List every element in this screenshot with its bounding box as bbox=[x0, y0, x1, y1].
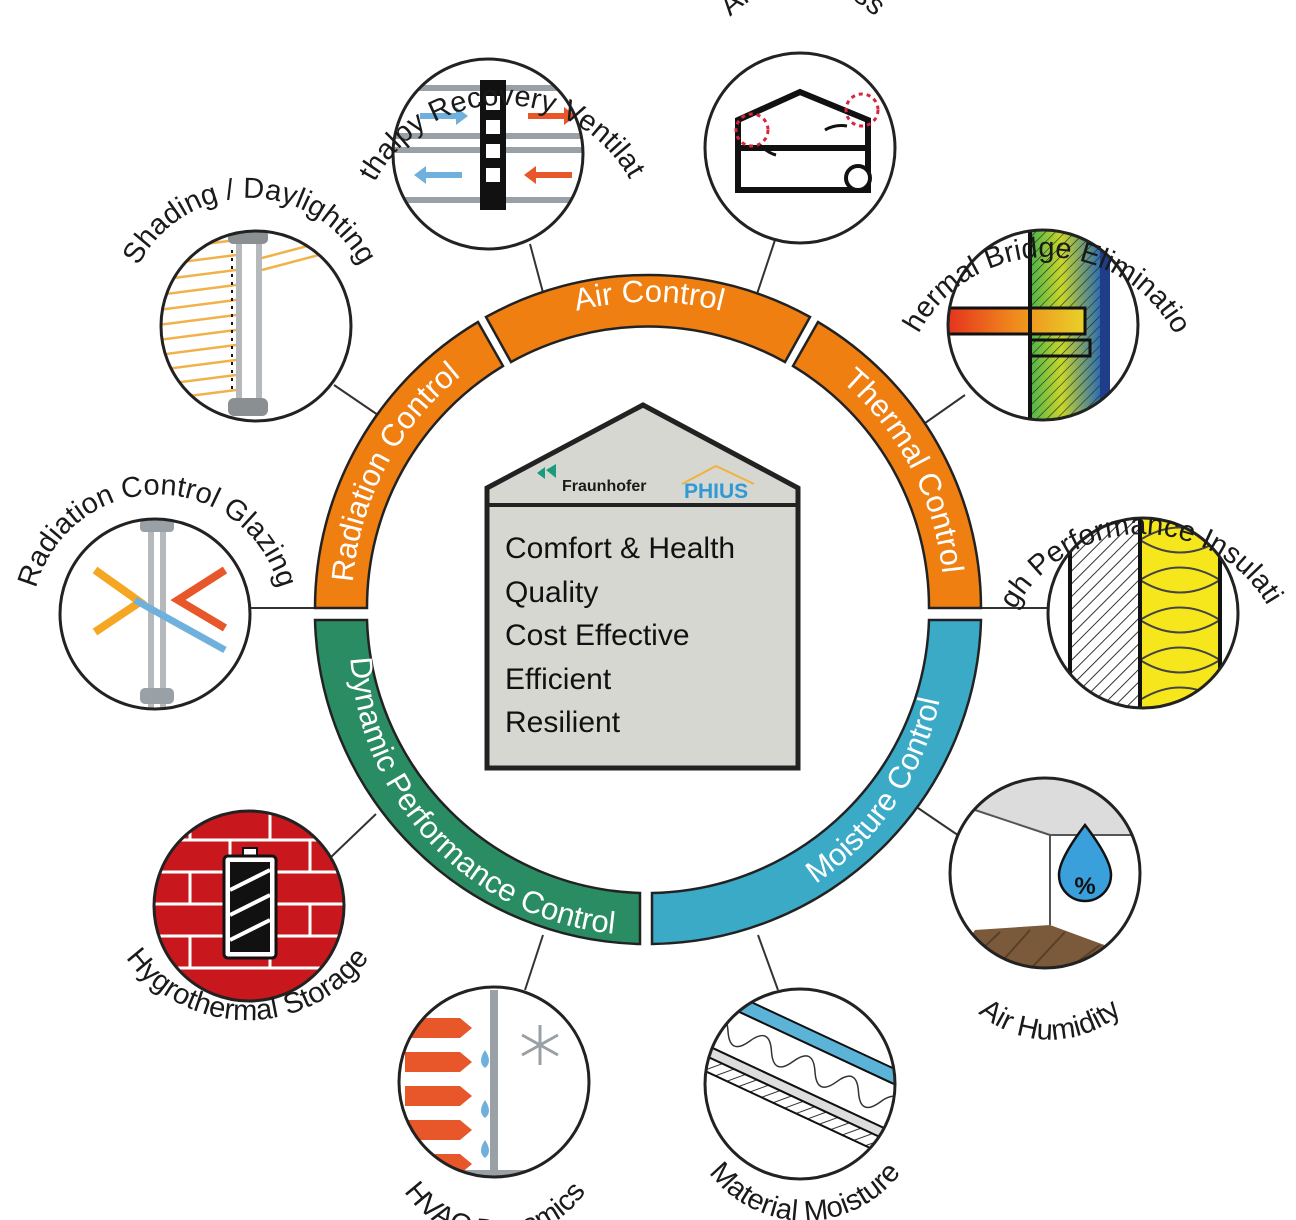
shading-icon bbox=[159, 229, 353, 423]
connector-lines bbox=[250, 239, 1048, 991]
hvac-icon bbox=[397, 985, 591, 1179]
thermal-bridge-icon bbox=[946, 228, 1140, 422]
svg-text:Air-tightness: Air-tightness bbox=[714, 0, 892, 22]
ring-segment-moisture[interactable] bbox=[650, 618, 983, 946]
ring-segment-dynamic[interactable] bbox=[313, 618, 642, 946]
fraunhofer-logo: Fraunhofer bbox=[537, 464, 646, 495]
feature-glazing: Radiation Control Glazing bbox=[12, 469, 303, 711]
ring-segment-radiation[interactable] bbox=[313, 320, 505, 610]
warm-arrow-out bbox=[528, 107, 576, 125]
phius-logo-text: PHIUS bbox=[684, 480, 748, 503]
glazing-icon bbox=[58, 517, 252, 711]
roof-layers-icon bbox=[703, 987, 897, 1181]
svg-text:Air Humidity: Air Humidity bbox=[974, 993, 1127, 1047]
label-airtightness: Air-tightness bbox=[714, 0, 892, 22]
humidity-drop-icon bbox=[948, 776, 1142, 970]
ventilation-icon bbox=[391, 57, 585, 251]
house-leak-icon bbox=[703, 51, 897, 245]
battery-brick-icon bbox=[152, 809, 346, 1003]
center-item-cost: Cost Effective bbox=[505, 619, 690, 652]
feature-material-moisture: Material Moisture bbox=[703, 987, 907, 1220]
insulation-icon bbox=[1046, 516, 1240, 710]
label-hvac: HVAC Dynamics bbox=[398, 1176, 591, 1220]
humidity-percent: % bbox=[1074, 873, 1095, 900]
feature-hygrothermal-storage: Hygrothermal Storage bbox=[120, 809, 375, 1027]
center-item-efficient: Efficient bbox=[505, 663, 612, 696]
svg-text:HVAC Dynamics: HVAC Dynamics bbox=[398, 1176, 591, 1220]
feature-airtightness: Air-tightness bbox=[703, 0, 897, 245]
feature-hvac: HVAC Dynamics bbox=[397, 985, 592, 1220]
house-shape bbox=[484, 402, 801, 771]
fraunhofer-logo-text: Fraunhofer bbox=[562, 478, 646, 495]
ring-segment-air[interactable] bbox=[484, 273, 812, 364]
label-air-humidity: Air Humidity bbox=[974, 993, 1127, 1047]
center-item-quality: Quality bbox=[505, 576, 598, 609]
phius-logo: PHIUS bbox=[681, 464, 755, 503]
center-house: Fraunhofer PHIUS Comfort & Health Qualit… bbox=[484, 402, 801, 771]
feature-air-humidity: % Air Humidity bbox=[948, 776, 1142, 1047]
snowflake-icon bbox=[521, 1025, 559, 1065]
cold-arrow-in bbox=[420, 107, 468, 125]
center-item-resilient: Resilient bbox=[505, 706, 621, 739]
center-item-comfort: Comfort & Health bbox=[505, 532, 735, 565]
ring-segment-thermal[interactable] bbox=[791, 320, 983, 610]
